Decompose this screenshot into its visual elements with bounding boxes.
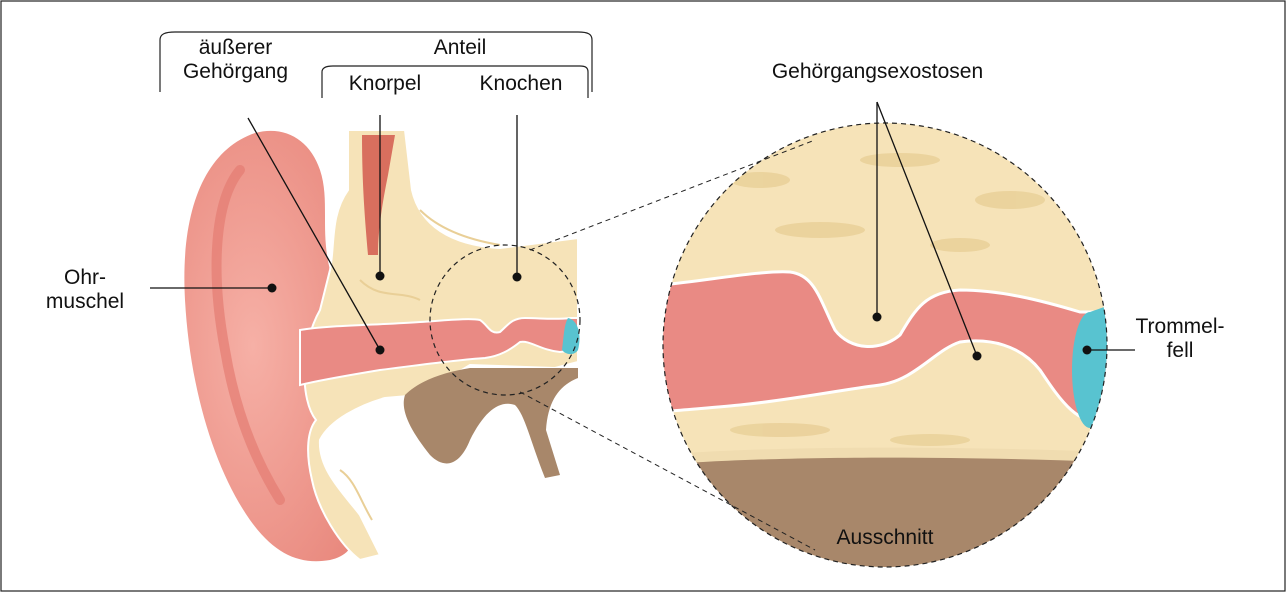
magnified-bone (660, 454, 1110, 570)
magnified-view (660, 120, 1110, 570)
label-outer-canal-line1: äußerer (168, 36, 303, 60)
label-auricle: Ohr- muschel (30, 266, 140, 314)
label-eardrum-line2: fell (1125, 339, 1235, 363)
temporal-bone (404, 368, 578, 478)
label-bone: Knochen (462, 72, 580, 96)
label-auricle-line2: muschel (30, 290, 140, 314)
label-eardrum: Trommel- fell (1125, 315, 1235, 363)
label-cartilage: Knorpel (330, 72, 440, 96)
label-outer-canal: äußerer Gehörgang (168, 36, 303, 84)
label-auricle-line1: Ohr- (30, 266, 140, 290)
label-portion: Anteil (400, 36, 520, 60)
label-excerpt: Ausschnitt (810, 526, 960, 550)
label-exostoses: Gehörgangsexostosen (730, 60, 1025, 84)
ear-cross-section (184, 130, 579, 561)
label-eardrum-line1: Trommel- (1125, 315, 1235, 339)
label-outer-canal-line2: Gehörgang (168, 60, 303, 84)
